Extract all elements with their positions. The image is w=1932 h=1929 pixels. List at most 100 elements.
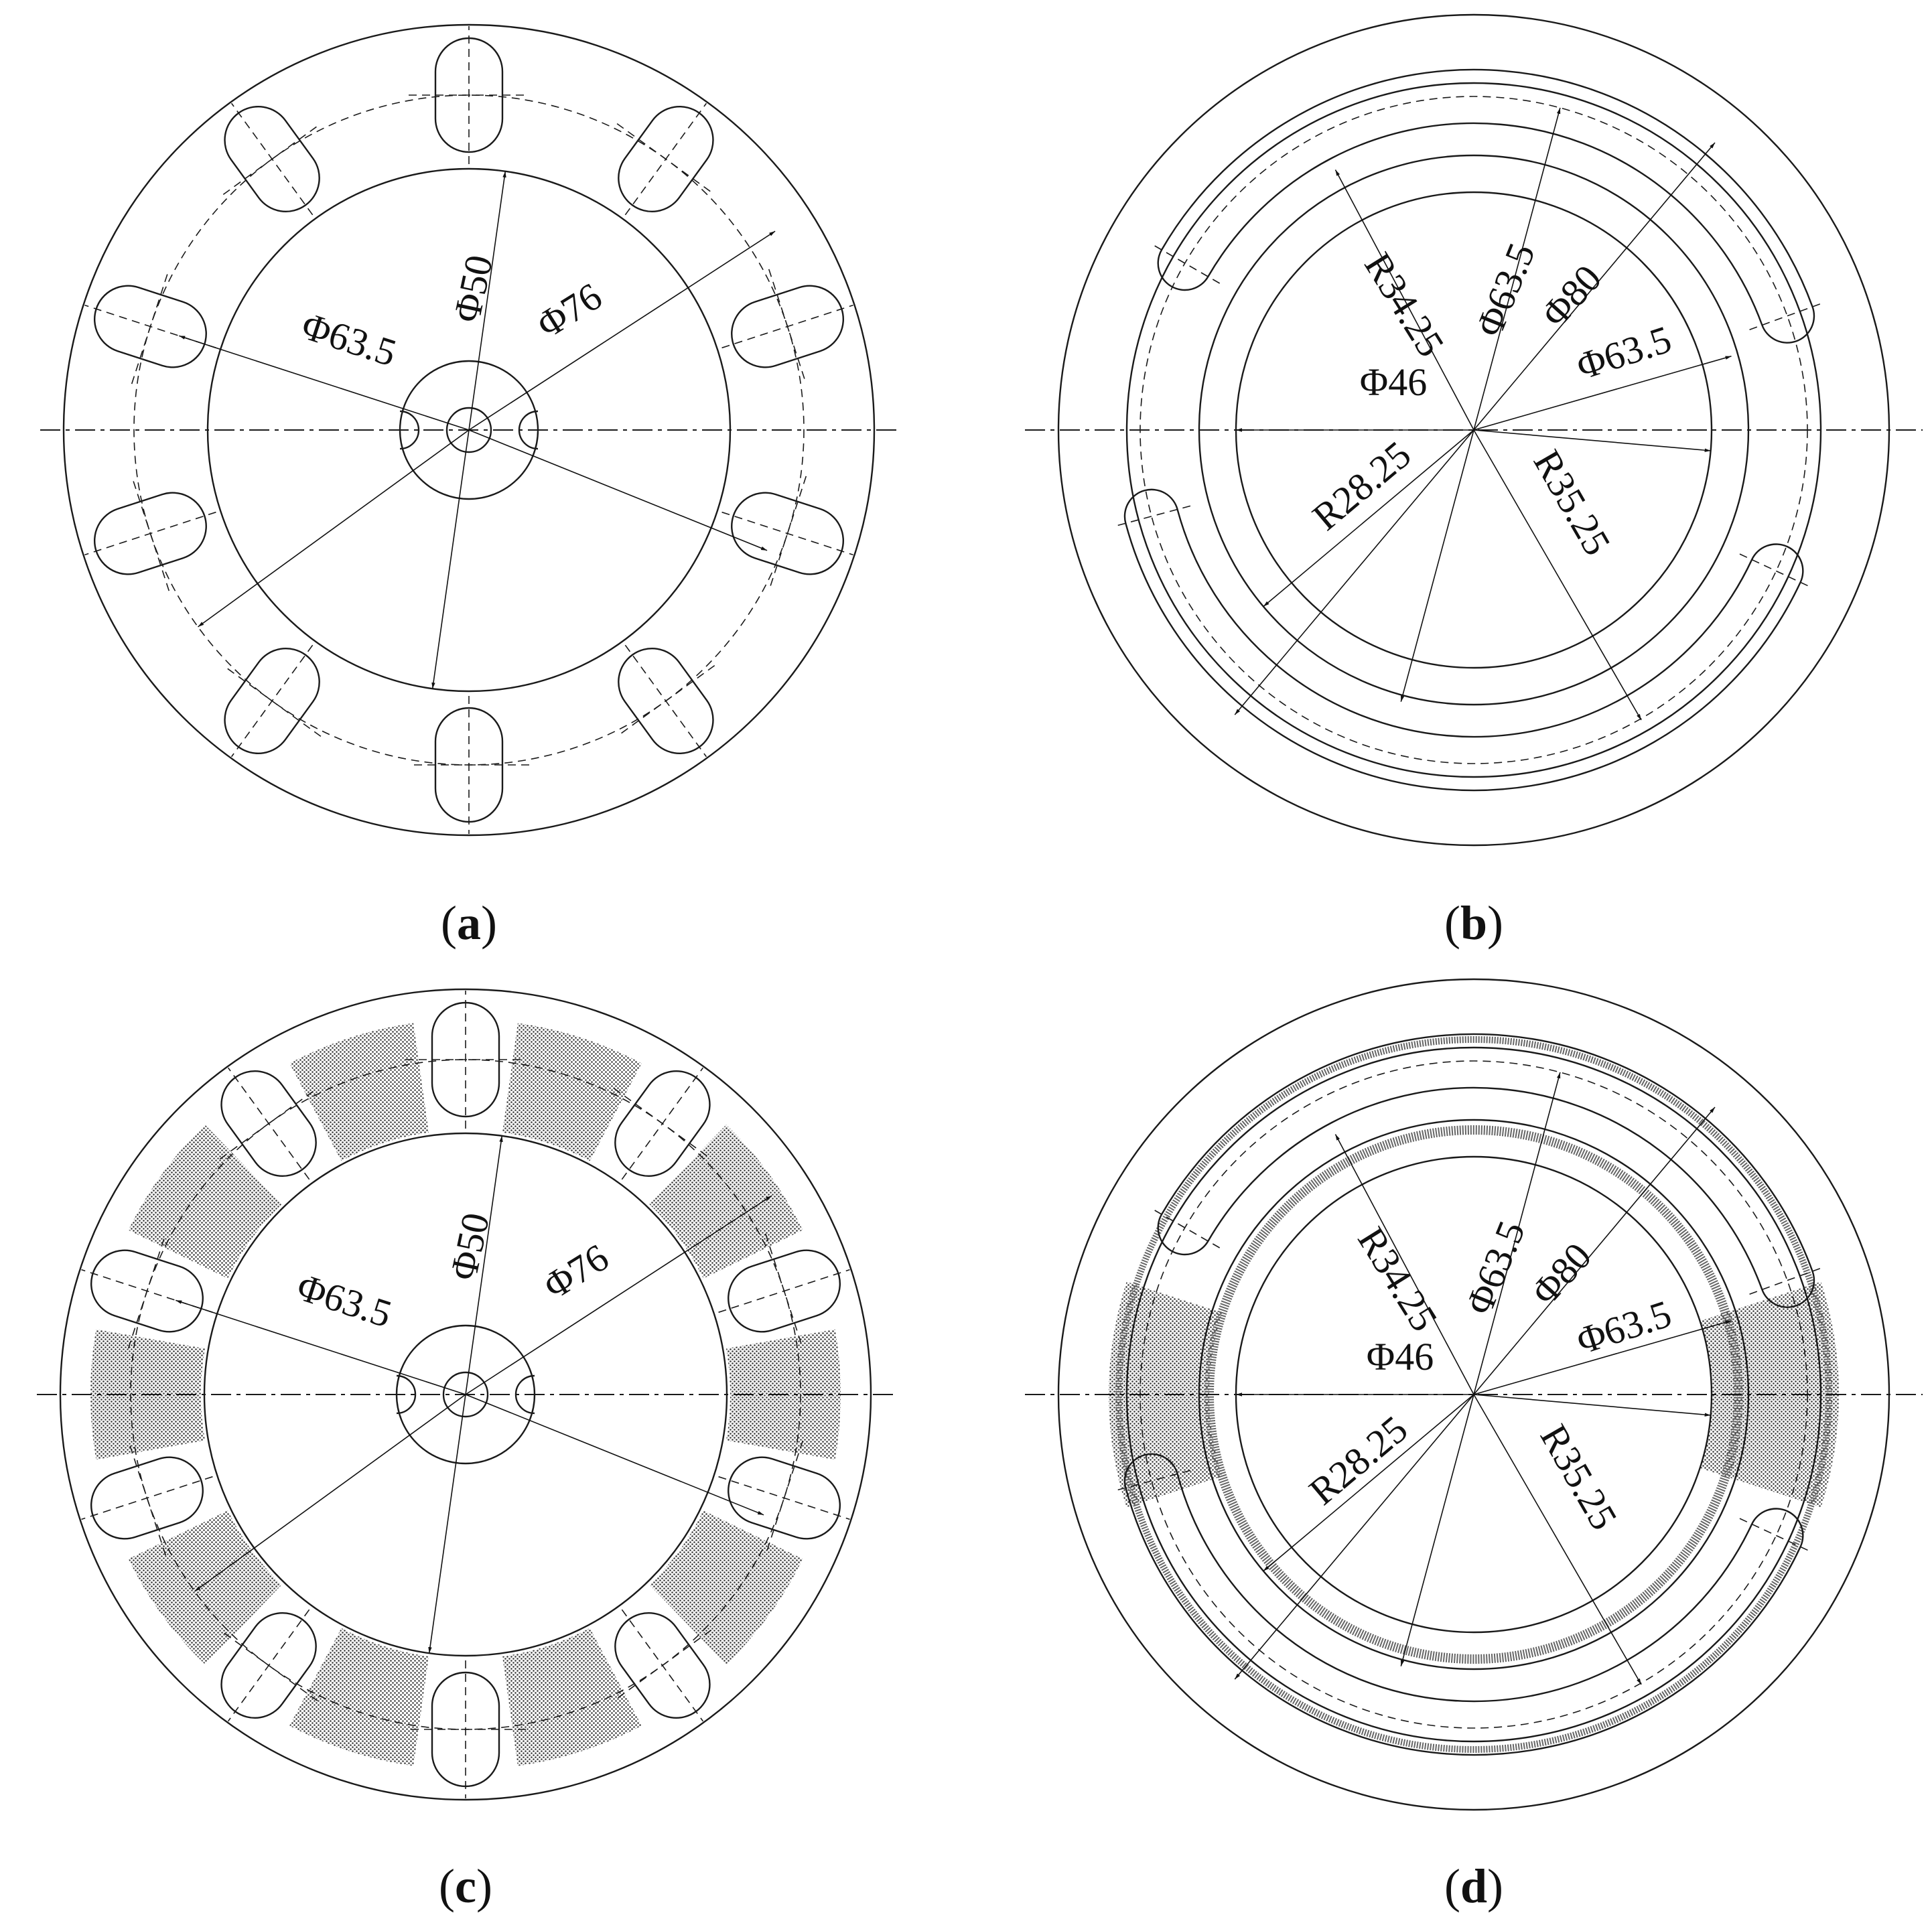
dim-arrow-lower-a <box>1400 1394 1474 1666</box>
dim-label-b-6: R35.25 <box>1525 443 1619 563</box>
slot-3 <box>84 476 216 591</box>
dim-label-c-2: Φ76 <box>536 1235 616 1307</box>
hub-notch-left <box>399 410 420 450</box>
slot-4-cross <box>219 1629 318 1702</box>
magnet-block-1 <box>128 1510 282 1664</box>
panel-d-dimension-labels: R34.25 Φ63.5 Φ80 Φ63.5 Φ46 R28.25 R35.25 <box>1301 1215 1677 1537</box>
panel-d-caption: (d) <box>1444 1859 1503 1913</box>
dim-label-c-0: Φ63.5 <box>292 1265 397 1336</box>
panel-c: Φ63.5 Φ50 Φ76 (c) <box>37 988 894 1913</box>
panel-a: Φ63.5 Φ50 Φ76 (a) <box>40 23 898 950</box>
panel-b: R34.25 Φ63.5 Φ80 Φ63.5 Φ46 R28.25 R35.25… <box>1025 13 1923 950</box>
dim-label-a-2: Φ76 <box>529 274 610 346</box>
bore-circle <box>442 1371 489 1418</box>
hub-notch-left <box>396 1374 417 1415</box>
dim-arrow-phi46-b <box>1473 429 1711 452</box>
panel-b-caption-letter: b <box>1460 896 1487 950</box>
slot-2-cross <box>127 1233 167 1349</box>
panel-c-caption-letter: c <box>455 1859 476 1913</box>
arc-slot-top <box>1157 68 1815 344</box>
slot-3 <box>81 1440 213 1556</box>
panel-d-caption-letter: d <box>1460 1859 1487 1913</box>
slot-4-cross <box>222 664 322 737</box>
dim-label-d-1: Φ63.5 <box>1457 1215 1533 1321</box>
slot-6 <box>613 1609 712 1722</box>
slot-0 <box>409 26 529 164</box>
slot-3-cross <box>131 476 170 591</box>
slot-5 <box>405 1660 526 1798</box>
magnet-block-6 <box>649 1125 803 1279</box>
slot-1 <box>222 102 322 216</box>
slot-9 <box>616 102 715 216</box>
dim-arrow-phi76-a <box>465 1195 772 1395</box>
slot-9-outline <box>618 105 714 213</box>
dim-arrow-r35-25 <box>1473 429 1642 721</box>
panel-c-drawing <box>37 988 894 1801</box>
panel-c-caption: (c) <box>439 1859 492 1913</box>
slot-6-cross <box>613 1629 712 1702</box>
slot-2-outline <box>93 285 207 368</box>
dim-arrow-r28-25 <box>1263 1394 1474 1572</box>
dim-arrow-lower-b <box>1234 1394 1474 1680</box>
dim-arrow-phi76-b <box>465 1394 764 1516</box>
panel-b-dimension-labels: R34.25 Φ63.5 Φ80 Φ63.5 Φ46 R28.25 R35.25 <box>1304 237 1677 563</box>
magnet-block-7 <box>502 1023 642 1161</box>
dim-arrow-phi63-5-top <box>1473 107 1561 431</box>
slot-1-outline <box>220 1070 317 1177</box>
panel-a-caption: (a) <box>441 896 497 950</box>
panel-b-drawing <box>1025 13 1923 847</box>
slot-7-cross <box>764 1440 804 1556</box>
slot-7-cross <box>768 476 807 591</box>
slot-8-cross <box>764 1233 804 1349</box>
magnet-block-9 <box>128 1125 282 1279</box>
dim-arrow-phi76-a <box>468 230 776 431</box>
slot-5-outline <box>431 1671 500 1788</box>
slot-4-outline <box>220 1612 317 1719</box>
slot-4 <box>222 644 322 758</box>
slot-0 <box>405 991 526 1129</box>
dim-arrow-phi80 <box>1473 142 1716 431</box>
panel-a-dimension-labels: Φ63.5 Φ50 Φ76 <box>297 251 610 375</box>
dim-arrow-lower-a <box>1400 429 1474 702</box>
arc-slot-top-end-1 <box>1150 1207 1221 1248</box>
magnet-block-8 <box>289 1023 429 1161</box>
dim-arrow-phi63-5-a <box>179 335 470 431</box>
arc-slot-bottom <box>1123 488 1804 792</box>
panel-b-caption: (b) <box>1444 896 1503 950</box>
dim-arrow-phi63-5-top <box>1473 1072 1561 1395</box>
slot-5 <box>409 696 529 834</box>
dim-arrow-phi63-5-b <box>198 429 470 628</box>
dim-label-d-2: Φ80 <box>1523 1234 1600 1313</box>
dim-arrow-phi46-b <box>1473 1394 1711 1417</box>
slot-9-cross <box>613 1087 712 1160</box>
slot-0-outline <box>434 37 504 153</box>
slot-8 <box>721 269 853 384</box>
slot-6 <box>616 644 715 758</box>
slot-6-outline <box>618 647 714 755</box>
slot-3-outline <box>93 492 207 575</box>
slot-0-outline <box>431 1001 500 1118</box>
slot-2 <box>81 1233 213 1349</box>
panel-c-dimension-labels: Φ63.5 Φ50 Φ76 <box>292 1209 616 1336</box>
slot-2-cross <box>131 269 170 384</box>
dim-arrow-phi50-b <box>428 1394 466 1654</box>
slot-9-cross <box>616 123 715 196</box>
slot-1-cross <box>222 123 322 196</box>
dim-label-b-3: Φ63.5 <box>1571 317 1676 388</box>
bore-circle <box>445 407 492 453</box>
dim-arrow-phi63-5-b <box>194 1394 466 1592</box>
slot-3-outline <box>90 1456 204 1540</box>
slot-7-outline <box>728 1456 841 1540</box>
outer-circle <box>59 988 872 1801</box>
dim-label-a-0: Φ63.5 <box>297 303 402 374</box>
dim-arrow-r34-25 <box>1334 1134 1474 1395</box>
dim-arrow-phi50-a <box>468 171 506 431</box>
dim-arrow-phi63-5-right <box>1473 355 1732 431</box>
slot-1-outline <box>224 105 320 213</box>
slot-2-outline <box>90 1249 204 1333</box>
arc-slot-bottom-end-1 <box>1739 553 1813 589</box>
dim-arrow-r28-25 <box>1263 429 1474 608</box>
slot-7 <box>721 476 853 591</box>
panel-d: R34.25 Φ63.5 Φ80 Φ63.5 Φ46 R28.25 R35.25… <box>1025 978 1923 1913</box>
